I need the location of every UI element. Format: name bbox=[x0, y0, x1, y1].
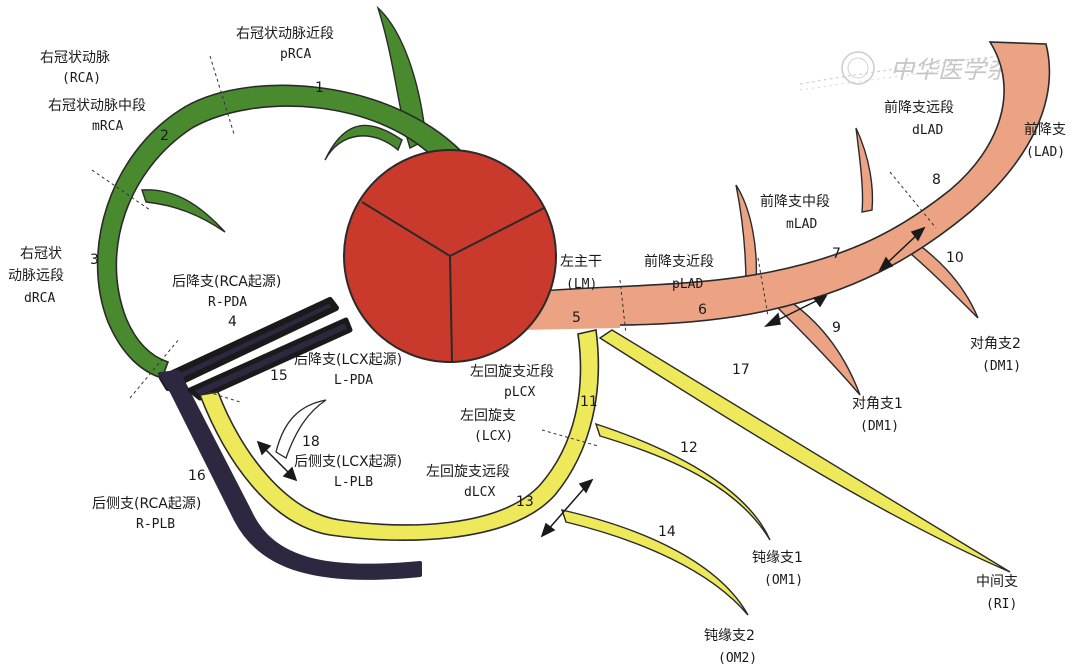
label-ri-cn: 中间支 bbox=[976, 574, 1018, 590]
segment-number-13: 13 bbox=[516, 494, 534, 510]
label-mlad-cn: 前降支中段 bbox=[760, 193, 830, 210]
dm2-branch bbox=[890, 233, 979, 319]
lad-tree bbox=[520, 41, 1051, 396]
label-mlad-en: mLAD bbox=[786, 217, 817, 232]
dm1-branch bbox=[768, 295, 861, 396]
range-arrows bbox=[256, 226, 926, 538]
label-plcx-cn: 左回旋支近段 bbox=[470, 364, 554, 380]
lcx-tree bbox=[198, 329, 1011, 616]
aortic-cusp-line-3 bbox=[449, 255, 453, 363]
segment-number-8: 8 bbox=[932, 172, 941, 188]
segment-number-12: 12 bbox=[680, 440, 698, 456]
boundary-drca-pda bbox=[129, 337, 181, 399]
label-om1-en: (OM1) bbox=[764, 573, 803, 588]
label-om1-cn: 钝缘支1 bbox=[752, 550, 803, 566]
pda-branches bbox=[158, 297, 422, 580]
label-mrca-en: mRCA bbox=[92, 119, 123, 134]
label-plcx-en: pLCX bbox=[504, 385, 535, 400]
segment-number-9: 9 bbox=[832, 320, 841, 336]
l-pda-branch bbox=[187, 317, 353, 401]
segment-number-10: 10 bbox=[946, 250, 964, 266]
label-plad-cn: 前降支近段 bbox=[644, 253, 714, 270]
boundary-plcx-dlcx bbox=[541, 429, 599, 447]
label-lcx-cn: 左回旋支 bbox=[460, 408, 516, 424]
segment-boundaries bbox=[91, 55, 937, 447]
label-lcx-en: (LCX) bbox=[474, 429, 513, 444]
arrow-l-plb bbox=[256, 440, 298, 482]
label-drca-cn2: 动脉远段 bbox=[8, 268, 64, 284]
label-lplb-en: L-PLB bbox=[334, 475, 373, 490]
segment-numbers: 1 2 3 4 5 6 7 8 9 10 11 12 13 14 15 16 1… bbox=[90, 80, 964, 540]
label-dm1-en: (DM1) bbox=[860, 419, 899, 434]
segment-number-5: 5 bbox=[572, 310, 581, 326]
label-dm1-cn: 对角支1 bbox=[852, 396, 903, 412]
label-prca-en: pRCA bbox=[280, 47, 311, 62]
arrow-om2 bbox=[540, 478, 594, 538]
label-mrca-cn: 右冠状动脉中段 bbox=[48, 98, 146, 114]
label-prca-cn: 右冠状动脉近段 bbox=[236, 26, 334, 42]
segment-number-11: 11 bbox=[580, 394, 598, 410]
boundary-prca-mrca bbox=[209, 55, 235, 135]
label-lpda-cn: 后降支(LCX起源) bbox=[294, 352, 402, 368]
label-lad-cn: 前降支 bbox=[1024, 121, 1066, 138]
lad-septal-branch-1 bbox=[735, 184, 758, 288]
segment-number-1: 1 bbox=[315, 80, 324, 96]
segment-number-16: 16 bbox=[188, 468, 206, 484]
label-dm2-cn: 对角支2 bbox=[970, 336, 1021, 352]
label-dlcx-cn: 左回旋支远段 bbox=[426, 464, 510, 480]
ri-branch bbox=[598, 329, 1011, 573]
label-dlad-en: dLAD bbox=[912, 123, 943, 138]
segment-number-2: 2 bbox=[160, 128, 169, 144]
l-plb-branch bbox=[275, 399, 327, 459]
segment-number-18: 18 bbox=[302, 434, 320, 450]
label-lm-cn: 左主干 bbox=[560, 254, 602, 270]
label-rplb-en: R-PLB bbox=[136, 517, 175, 532]
arrow-dm1 bbox=[763, 294, 828, 328]
label-om2-cn: 钝缘支2 bbox=[704, 628, 755, 644]
label-dlad-cn: 前降支远段 bbox=[884, 99, 954, 116]
segment-number-4: 4 bbox=[228, 314, 237, 330]
om2-branch bbox=[560, 509, 749, 616]
segment-number-15: 15 bbox=[270, 368, 288, 384]
rca-conus-branch bbox=[324, 124, 403, 161]
lad-septal-branch-2 bbox=[855, 127, 874, 213]
segment-number-14: 14 bbox=[658, 524, 676, 540]
segment-number-6: 6 bbox=[698, 302, 707, 318]
label-rpda-cn: 后降支(RCA起源) bbox=[172, 274, 281, 290]
vessel-labels: 右冠状动脉 (RCA) 右冠状动脉近段 pRCA 右冠状动脉中段 mRCA 右冠… bbox=[8, 26, 1066, 666]
label-lplb-cn: 后侧支(LCX起源) bbox=[294, 454, 402, 470]
om1-branch bbox=[594, 422, 771, 541]
watermark-seal bbox=[841, 51, 875, 85]
aortic-cusp-line-1 bbox=[361, 201, 451, 257]
aorta bbox=[343, 149, 557, 363]
r-plb-branch bbox=[158, 370, 422, 580]
label-dlcx-en: dLCX bbox=[464, 485, 495, 500]
rca-top-branch bbox=[376, 5, 427, 149]
segment-number-7: 7 bbox=[832, 246, 841, 262]
label-om2-en: (OM2) bbox=[718, 651, 757, 666]
aortic-cusp-line-2 bbox=[449, 207, 545, 257]
segment-number-3: 3 bbox=[90, 252, 99, 268]
label-ri-en: (RI) bbox=[986, 597, 1017, 612]
label-lm-en: (LM) bbox=[566, 277, 597, 292]
rca-marginal-branch bbox=[141, 189, 226, 233]
lad-main bbox=[529, 41, 1051, 327]
label-plad-en: pLAD bbox=[672, 277, 703, 292]
label-rpda-en: R-PDA bbox=[208, 295, 247, 310]
label-rca-cn: 右冠状动脉 bbox=[40, 50, 110, 66]
segment-number-17: 17 bbox=[732, 362, 750, 378]
label-drca-en: dRCA bbox=[24, 291, 55, 306]
arrow-dm2 bbox=[878, 226, 926, 272]
label-dm2-en: (DM1) bbox=[982, 359, 1021, 374]
boundary-mlad-dlad bbox=[889, 171, 937, 229]
boundary-plad-mlad bbox=[757, 257, 769, 317]
label-rca-en: (RCA) bbox=[62, 71, 101, 86]
label-rplb-cn: 后侧支(RCA起源) bbox=[92, 496, 201, 512]
label-lpda-en: L-PDA bbox=[334, 373, 373, 388]
label-drca-cn1: 右冠状 bbox=[20, 246, 62, 262]
lcx-main bbox=[198, 329, 600, 542]
label-lad-en: (LAD) bbox=[1026, 145, 1065, 160]
